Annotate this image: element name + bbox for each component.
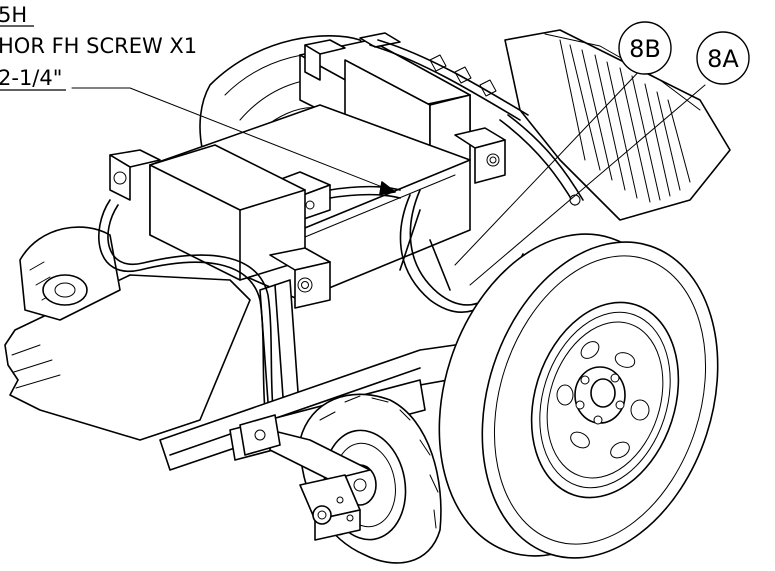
front-right-wheel [438, 233, 719, 559]
leader-arrowhead [379, 181, 396, 195]
screw-leader-line [71, 87, 396, 193]
leader-lines [71, 64, 706, 286]
balloon-8b-leader [454, 64, 646, 266]
callout-line-3: 2-1/4" [0, 66, 62, 90]
hose-loop-left [98, 199, 274, 411]
balloon-8a-label: 8A [707, 45, 739, 73]
balloon-8a: 8A [696, 31, 750, 85]
callout-line-1: 5H [0, 3, 27, 27]
balloon-8a-leader [469, 84, 706, 286]
gearbox-assembly [239, 414, 371, 541]
corrugated-sheet-right [504, 29, 731, 221]
front-bracket [109, 144, 331, 309]
front-left-gauge-wheel [19, 226, 121, 321]
balloon-8b-label: 8B [629, 35, 661, 63]
callout-line-2: HOR FH SCREW X1 [0, 34, 197, 58]
screw-callout: 5H HOR FH SCREW X1 2-1/4" [0, 3, 197, 91]
balloon-8b: 8B [618, 21, 672, 75]
